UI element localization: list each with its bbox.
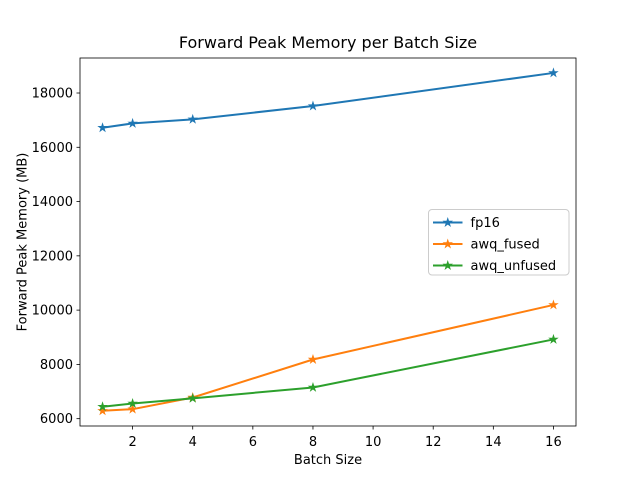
y-tick-label: 6000 bbox=[40, 412, 73, 427]
x-tick-label: 6 bbox=[249, 435, 257, 450]
y-tick-label: 12000 bbox=[32, 249, 73, 264]
data-point-marker bbox=[548, 299, 559, 310]
x-axis-label: Batch Size bbox=[293, 453, 363, 468]
legend-box bbox=[428, 209, 570, 276]
x-tick-label: 16 bbox=[545, 435, 562, 450]
data-point-marker bbox=[127, 397, 138, 408]
series-line-awq_unfused bbox=[102, 338, 554, 408]
data-point-marker bbox=[307, 354, 319, 364]
x-tick-label: 10 bbox=[365, 435, 382, 450]
data-point-marker bbox=[97, 405, 108, 416]
data-point-marker bbox=[187, 113, 198, 124]
data-point-marker bbox=[187, 392, 198, 403]
data-point-marker bbox=[548, 67, 559, 78]
data-point-marker bbox=[97, 401, 108, 412]
y-axis-label: Forward Peak Memory (MB) bbox=[15, 152, 31, 332]
data-point-marker bbox=[127, 117, 138, 128]
legend: fp16 awq_fused awq_unfused bbox=[428, 209, 570, 276]
data-point-marker bbox=[307, 100, 319, 111]
y-tick-label: 10000 bbox=[32, 304, 73, 319]
chart-title: Forward Peak Memory per Batch Size bbox=[178, 33, 478, 52]
x-tick-label: 12 bbox=[425, 435, 442, 450]
legend-marker bbox=[442, 217, 453, 227]
plot-border bbox=[79, 57, 577, 427]
legend-entry: awq_unfused bbox=[433, 259, 556, 274]
legend-entry: awq_fused bbox=[433, 238, 540, 253]
legend-entry: fp16 bbox=[433, 216, 500, 231]
y-tick-label: 18000 bbox=[32, 87, 73, 102]
legend-label: awq_unfused bbox=[471, 259, 557, 274]
data-point-marker bbox=[97, 122, 108, 133]
x-tick-label: 14 bbox=[485, 435, 502, 450]
series-line-awq_fused bbox=[102, 303, 554, 412]
x-tick-label: 4 bbox=[189, 435, 197, 450]
data-point-marker bbox=[548, 333, 559, 344]
y-tick-label: 14000 bbox=[32, 195, 73, 210]
x-tick-label: 8 bbox=[309, 435, 317, 450]
series-line-fp16 bbox=[102, 71, 554, 129]
legend-label: fp16 bbox=[471, 216, 500, 231]
x-tick-label: 2 bbox=[128, 435, 136, 450]
legend-marker bbox=[442, 260, 453, 270]
legend-label: awq_fused bbox=[471, 238, 540, 253]
y-tick-label: 16000 bbox=[32, 141, 73, 156]
data-point-marker bbox=[127, 403, 138, 414]
y-tick-label: 8000 bbox=[40, 358, 73, 373]
data-point-marker bbox=[307, 381, 319, 392]
legend-marker bbox=[442, 238, 453, 249]
